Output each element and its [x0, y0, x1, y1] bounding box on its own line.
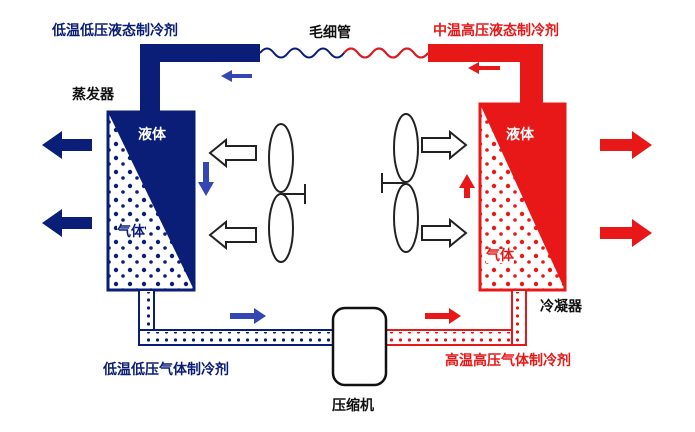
evaporator-unit [106, 110, 196, 292]
label-condenser: 冷凝器 [540, 299, 582, 315]
label-capillary: 毛细管 [309, 25, 351, 41]
fan-left [268, 123, 306, 263]
air-arrow-left-top [208, 137, 257, 169]
label-high-gas: 高温高压气体制冷剂 [445, 353, 571, 369]
flow-arrow-up-right [459, 174, 475, 198]
flow-arrow-left-top [221, 70, 252, 82]
label-evaporator: 蒸发器 [72, 87, 114, 103]
label-compressor: 压缩机 [332, 398, 374, 414]
label-high-liquid: 中温高压液态制冷剂 [433, 23, 559, 39]
top-pipe-cold [140, 44, 260, 112]
air-arrow-left-bottom [208, 219, 257, 251]
label-liquid-right: 液体 [506, 127, 534, 143]
heat-arrow-left-bottom [42, 209, 92, 237]
flow-arrow-right-top [468, 62, 500, 74]
air-arrow-right-bottom [421, 217, 468, 249]
compressor-body [331, 306, 388, 387]
label-low-liquid: 低温低压液态制冷剂 [52, 23, 178, 39]
heat-arrow-left-top [42, 131, 92, 159]
label-gas-left: 气体 [117, 224, 145, 240]
label-low-gas: 低温低压气体制冷剂 [103, 362, 229, 378]
flow-arrow-bottom-cold [230, 308, 266, 324]
flow-arrow-bottom-hot [425, 308, 461, 324]
fan-right [381, 113, 419, 253]
heat-arrow-right-top [600, 131, 652, 159]
label-liquid-left: 液体 [138, 127, 166, 143]
top-pipe-hot [428, 44, 543, 104]
heat-arrow-right-bottom [600, 219, 652, 247]
flow-arrow-down-left [198, 162, 214, 196]
air-arrow-right-top [421, 129, 468, 161]
label-gas-right: 气体 [486, 248, 514, 264]
bottom-pipe-hot [385, 289, 527, 346]
